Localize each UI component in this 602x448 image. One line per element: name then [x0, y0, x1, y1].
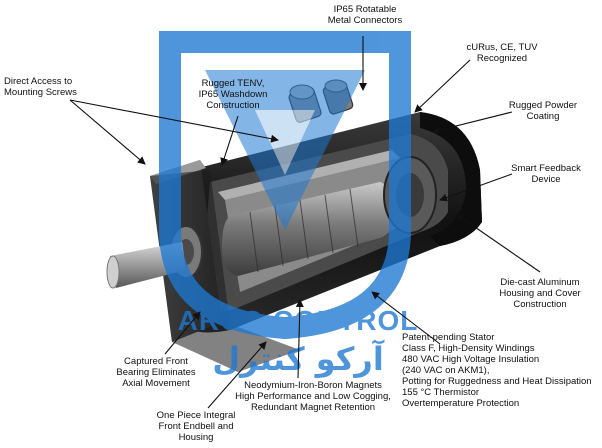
label-tenv: Rugged TENV, IP65 Washdown Construction — [198, 78, 268, 111]
leader-certs — [414, 59, 471, 113]
leader-feedback — [439, 173, 513, 202]
leader-direct-access-1 — [69, 99, 146, 165]
leader-housing — [455, 213, 541, 273]
leader-magnets — [295, 299, 304, 379]
watermark-logo-icon: ARCO CONTROL آرکو کنترل — [159, 31, 419, 378]
label-direct-access: Direct Access to Mounting Screws — [4, 76, 77, 98]
label-magnets: Neodymium-Iron-Boron Magnets High Perfor… — [235, 380, 391, 413]
leader-lines — [69, 36, 541, 409]
leader-tenv — [220, 115, 239, 166]
watermark-latin: ARCO CONTROL — [178, 305, 419, 336]
leader-bearing — [164, 311, 201, 355]
label-powder-coating: Rugged Powder Coating — [508, 100, 578, 122]
mounting-flange — [150, 170, 300, 372]
magnet-strips — [249, 188, 359, 273]
leader-powder-coating — [431, 111, 513, 135]
label-connectors: IP65 Rotatable Metal Connectors — [327, 4, 403, 26]
leader-endbell — [207, 341, 267, 409]
label-housing: Die-cast Aluminum Housing and Cover Cons… — [499, 277, 581, 310]
leader-stator — [371, 291, 441, 345]
label-stator: Patent-pending Stator Class F, High-Dens… — [402, 332, 592, 409]
label-feedback: Smart Feedback Device — [511, 163, 581, 185]
label-certs: cURus, CE, TUV Recognized — [466, 42, 538, 64]
leader-direct-access-2 — [69, 99, 279, 143]
label-endbell: One Piece Integral Front Endbell and Hou… — [156, 410, 236, 443]
label-bearing: Captured Front Bearing Eliminates Axial … — [116, 356, 196, 389]
rear-cover — [420, 112, 482, 246]
